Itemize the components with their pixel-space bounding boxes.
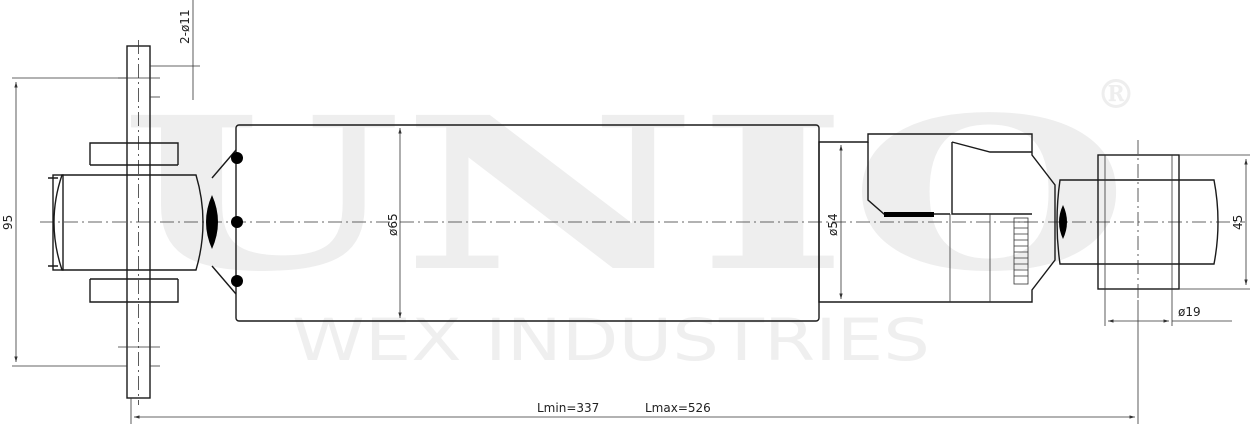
left-flange-mount [48, 40, 237, 405]
rod-tube [818, 133, 1067, 303]
dim-length-max: Lmax=526 [645, 401, 711, 415]
body-dot-middle [231, 216, 243, 228]
weld-seam-right [1059, 205, 1067, 239]
dim-length-min: Lmin=337 [537, 401, 599, 415]
dim-mount-holes: 2-ø11 [178, 9, 192, 44]
watermark-company: WEX INDUSTRIES [292, 306, 930, 374]
dim-eye-bore: ø19 [1178, 305, 1201, 319]
dimension-lines [12, 0, 1250, 424]
body-dot-top [231, 152, 243, 164]
right-eye-mount [1056, 140, 1219, 300]
dim-body-diameter: ø65 [386, 213, 400, 236]
dim-flange-width: 95 [1, 215, 15, 230]
dim-rod-tube-diameter: ø54 [826, 213, 840, 236]
watermark-brand: UNIO [120, 71, 1130, 318]
watermark: UNIO ® WEX INDUSTRIES [120, 71, 1136, 374]
body-dot-bottom [231, 275, 243, 287]
watermark-registered-mark: ® [1096, 71, 1136, 118]
weld-seam-left [206, 195, 218, 249]
dim-eye-width: 45 [1231, 215, 1245, 230]
